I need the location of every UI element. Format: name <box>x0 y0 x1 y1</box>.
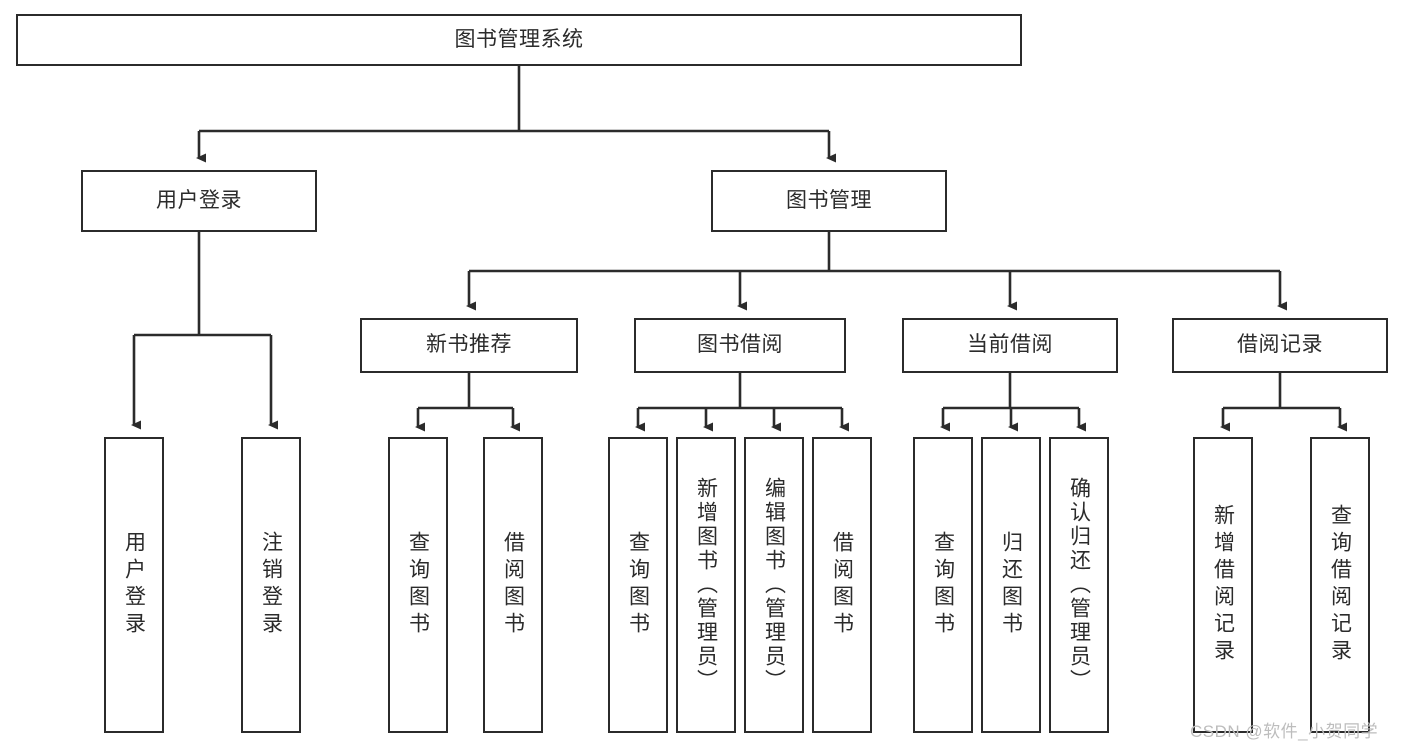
node-leaf-add-book-admin[interactable]: 新增图书（管理员） <box>676 437 736 733</box>
node-leaf-borrow-book[interactable]: 借阅图书 <box>812 437 872 733</box>
node-leaf-user-login-label: 用户登录 <box>122 531 146 639</box>
node-leaf-confirm-return-admin-label: 确认归还（管理员） <box>1067 477 1091 693</box>
node-book-borrow[interactable]: 图书借阅 <box>634 318 846 373</box>
node-leaf-add-book-admin-label: 新增图书（管理员） <box>694 477 718 693</box>
node-leaf-add-borrow-record[interactable]: 新增借阅记录 <box>1193 437 1253 733</box>
node-leaf-query-book-borrow[interactable]: 查询图书 <box>608 437 668 733</box>
node-leaf-return-book-label: 归还图书 <box>999 531 1023 639</box>
node-leaf-add-borrow-record-label: 新增借阅记录 <box>1211 504 1235 666</box>
node-leaf-query-book-recommend-label: 查询图书 <box>406 531 430 639</box>
node-current-borrow[interactable]: 当前借阅 <box>902 318 1118 373</box>
node-root-label: 图书管理系统 <box>454 27 584 51</box>
node-leaf-logout-label: 注销登录 <box>259 531 283 639</box>
node-root[interactable]: 图书管理系统 <box>16 14 1022 66</box>
csdn-watermark: CSDN @软件_小贺同学 <box>1190 717 1378 742</box>
node-user-login[interactable]: 用户登录 <box>81 170 317 232</box>
node-current-borrow-label: 当前借阅 <box>967 333 1053 357</box>
node-user-login-label: 用户登录 <box>156 188 242 212</box>
node-leaf-query-borrow-record-label: 查询借阅记录 <box>1328 504 1352 666</box>
node-new-book-recommend[interactable]: 新书推荐 <box>360 318 578 373</box>
node-leaf-query-book-recommend[interactable]: 查询图书 <box>388 437 448 733</box>
csdn-watermark-text: CSDN @软件_小贺同学 <box>1190 722 1379 741</box>
node-leaf-user-login[interactable]: 用户登录 <box>104 437 164 733</box>
node-new-book-recommend-label: 新书推荐 <box>426 333 512 357</box>
node-leaf-query-book-current[interactable]: 查询图书 <box>913 437 973 733</box>
node-leaf-logout[interactable]: 注销登录 <box>241 437 301 733</box>
node-leaf-return-book[interactable]: 归还图书 <box>981 437 1041 733</box>
node-borrow-record[interactable]: 借阅记录 <box>1172 318 1388 373</box>
node-leaf-confirm-return-admin[interactable]: 确认归还（管理员） <box>1049 437 1109 733</box>
node-leaf-borrow-book-recommend[interactable]: 借阅图书 <box>483 437 543 733</box>
node-book-management-label: 图书管理 <box>786 188 872 212</box>
node-leaf-edit-book-admin[interactable]: 编辑图书（管理员） <box>744 437 804 733</box>
node-leaf-borrow-book-label: 借阅图书 <box>830 531 854 639</box>
node-leaf-borrow-book-recommend-label: 借阅图书 <box>501 531 525 639</box>
node-leaf-query-book-current-label: 查询图书 <box>931 531 955 639</box>
node-borrow-record-label: 借阅记录 <box>1237 333 1323 357</box>
node-book-borrow-label: 图书借阅 <box>697 333 783 357</box>
node-leaf-query-borrow-record[interactable]: 查询借阅记录 <box>1310 437 1370 733</box>
node-book-management[interactable]: 图书管理 <box>711 170 947 232</box>
node-leaf-edit-book-admin-label: 编辑图书（管理员） <box>762 477 786 693</box>
node-leaf-query-book-borrow-label: 查询图书 <box>626 531 650 639</box>
